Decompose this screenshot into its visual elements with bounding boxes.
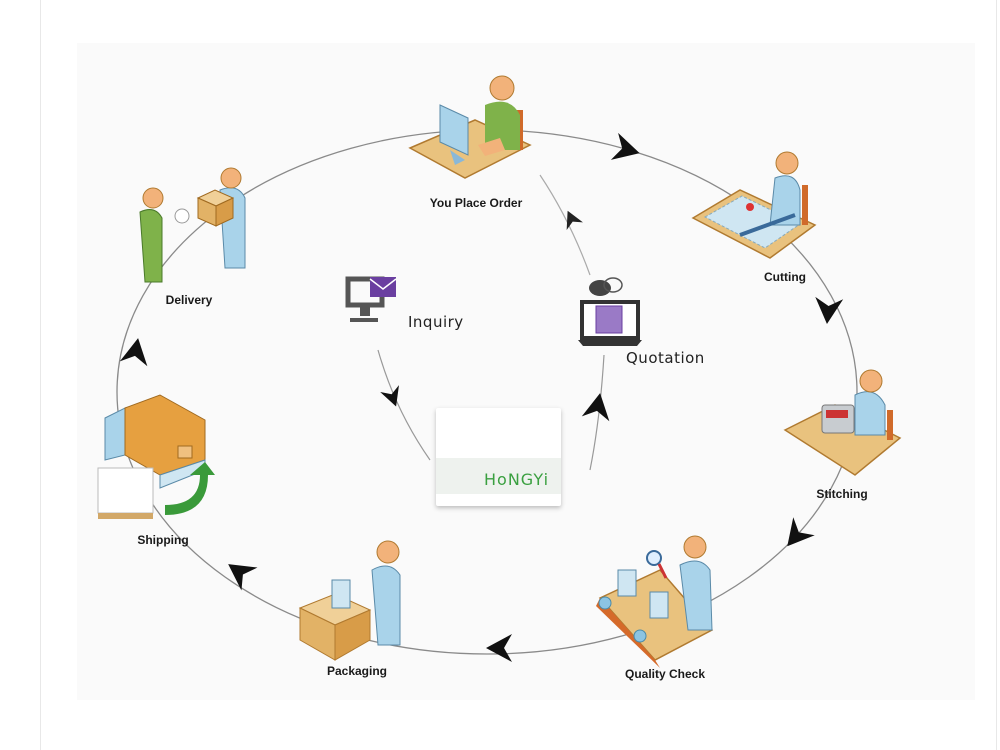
packaging-illustration [298,540,401,661]
shipping-illustration [97,394,215,519]
stitching-illustration [783,369,902,476]
quotation-laptop-icon [578,277,642,346]
arrow-shipping-to-delivery [119,338,148,367]
delivery-illustration [139,167,246,283]
company-logo-card: HoNGYi [436,408,561,506]
step-label-stitching: Stitching [816,487,868,501]
step-label-quality-check: Quality Check [624,667,706,681]
arrow-quality-to-packaging [486,634,512,662]
step-label-packaging: Packaging [326,664,388,678]
arrow-logo-to-quotation [581,393,610,422]
cutting-illustration [691,151,817,259]
place-order-illustration [408,75,532,179]
logo-text: HoNGYi [484,470,550,489]
arrow-inquiry-to-logo [380,385,399,407]
step-label-cutting: Cutting [764,270,806,284]
arrow-stitching-to-quality [787,517,815,547]
step-label-delivery: Delivery [165,293,213,307]
inquiry-label: Inquiry [408,313,464,331]
arrow-packaging-to-shipping [228,564,258,591]
quotation-to-order-line [539,174,591,276]
logo-band [436,458,561,494]
step-label-shipping: Shipping [137,533,189,547]
inquiry-to-logo-line [377,349,431,461]
diagram-canvas [77,43,975,700]
arrow-quotation-to-order [566,210,583,230]
quality-check-illustration [596,535,714,668]
step-label-place-order: You Place Order [429,196,523,210]
quotation-label: Quotation [626,349,705,367]
arrow-cutting-to-stitching [815,296,844,324]
logo-to-quotation-line [589,354,605,471]
inquiry-monitor-icon [345,276,397,322]
arrow-order-to-cutting [610,132,640,160]
